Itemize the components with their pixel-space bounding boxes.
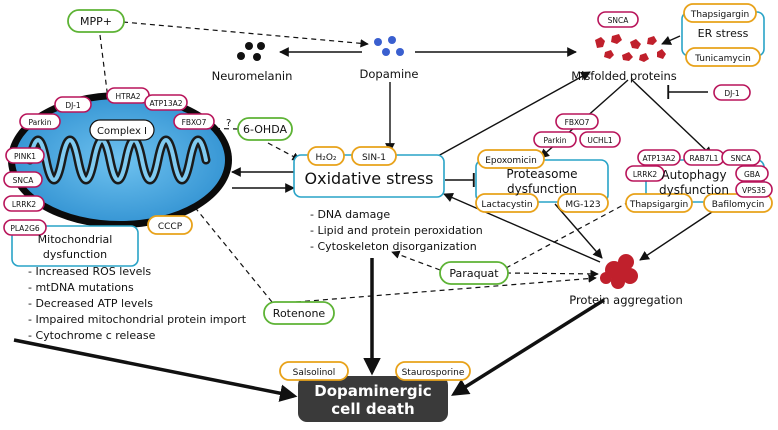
staurosporine-label: Staurosporine	[402, 368, 465, 378]
aggregation-label: Protein aggregation	[569, 293, 683, 307]
mito-dysfunction-box	[11, 225, 139, 267]
oxidative-to-misfolded-arrow	[437, 71, 591, 157]
gene-dj1-right: DJ-1	[724, 89, 739, 98]
proteasome-label-1: Proteasome	[506, 167, 577, 181]
gene-atp13a2-aut: ATP13A2	[642, 154, 675, 163]
gene-uchl1: UCHL1	[587, 136, 613, 145]
aggregation-to-oxidative-arrow	[443, 193, 601, 263]
autophagy-to-aggregation-arrow	[639, 207, 719, 261]
mito-effect-item: - Increased ROS levels	[28, 265, 151, 278]
gene-htra2: HTRA2	[115, 92, 140, 101]
misfolded-to-autophagy-arrow	[631, 79, 713, 157]
mpp-label: MPP+	[80, 15, 112, 28]
cccp-label: CCCP	[158, 222, 183, 232]
paraquat-to-aggregation-arrow	[505, 269, 599, 279]
mito-dysfunction-label-2: dysfunction	[43, 248, 107, 261]
misfolded-label: Misfolded proteins	[571, 69, 677, 83]
cell-death-label-1: Dopaminergic	[314, 382, 431, 400]
oxidative-stress-label: Oxidative stress	[305, 169, 434, 188]
dopamine-dots	[374, 36, 404, 56]
gene-pink1: PINK1	[14, 152, 36, 161]
gene-vps35: VPS35	[742, 186, 766, 195]
autophagy-label-2: dysfunction	[659, 183, 729, 197]
mito-effect-item: - Decreased ATP levels	[28, 297, 153, 310]
mpp-to-dopamine-arrow	[122, 21, 369, 48]
oxidative-effect-item: - Cytoskeleton disorganization	[310, 240, 477, 253]
protein-aggregation-graphic	[600, 254, 638, 289]
dopamine-label: Dopamine	[360, 67, 419, 81]
gene-lrrk2-aut: LRRK2	[633, 170, 658, 179]
thapsigargin-aut-label: Thapsigargin	[629, 200, 688, 210]
proteasome-label-2: dysfunction	[507, 182, 577, 196]
oxidative-effects-list: - DNA damage - Lipid and protein peroxid…	[310, 208, 483, 253]
ohda-to-oxidative-arrow	[267, 142, 301, 161]
question-mark: ?	[226, 118, 231, 129]
gene-parkin-prot: Parkin	[543, 136, 566, 145]
mito-effects-list: - Increased ROS levels - mtDNA mutations…	[28, 265, 247, 342]
gene-fbxo7-mito: FBXO7	[182, 118, 207, 127]
misfolded-proteins-graphic	[595, 34, 666, 62]
gene-pla2g6: PLA2G6	[10, 224, 40, 233]
gene-snca-aut: SNCA	[731, 154, 753, 163]
lactacystin-label: Lactacystin	[481, 200, 532, 210]
cell-death-label-2: cell death	[331, 400, 414, 418]
proteasome-to-aggregation-arrow	[554, 203, 603, 259]
gene-dj1-mito: DJ-1	[65, 101, 80, 110]
er-to-misfolded-arrow	[661, 35, 681, 45]
sin1-label: SIN-1	[362, 153, 386, 163]
gene-snca-top: SNCA	[608, 16, 630, 25]
er-stress-label: ER stress	[698, 27, 749, 40]
epoxomicin-label: Epoxomicin	[485, 156, 537, 166]
gene-rab7l1: RAB7L1	[690, 154, 719, 163]
aggregation-to-death-arrow	[451, 298, 605, 396]
mito-effect-item: - Impaired mitochondrial protein import	[28, 313, 247, 326]
cell-death-box	[298, 376, 448, 422]
salsolinol-label: Salsolinol	[293, 368, 336, 378]
bafilomycin-label: Bafilomycin	[712, 200, 765, 210]
neuromelanin-label: Neuromelanin	[212, 69, 293, 83]
autophagy-label-1: Autophagy	[661, 168, 726, 182]
gene-snca-mito: SNCA	[13, 176, 35, 185]
gene-parkin-mito: Parkin	[28, 118, 51, 127]
gene-atp13a2-mito: ATP13A2	[149, 99, 182, 108]
mito-to-death-arrow	[13, 338, 298, 402]
h2o2-label: H₂O₂	[315, 153, 336, 163]
rotenone-label: Rotenone	[273, 307, 326, 320]
mito-effect-item: - Cytochrome c release	[28, 329, 156, 342]
gene-gba: GBA	[744, 170, 761, 179]
mg123-label: MG-123	[565, 200, 600, 210]
thapsigargin-er-label: Thapsigargin	[690, 10, 749, 20]
oxidative-effect-item: - DNA damage	[310, 208, 390, 221]
complex1-pill	[89, 119, 155, 141]
oxidative-effect-item: - Lipid and protein peroxidation	[310, 224, 483, 237]
paraquat-to-oxidative-arrow	[391, 250, 441, 271]
mito-dysfunction-label-1: Mitochondrial	[38, 233, 113, 246]
tunicamycin-label: Tunicamycin	[694, 54, 751, 64]
ohda-label: 6-OHDA	[243, 123, 287, 136]
gene-fbxo7-prot: FBXO7	[565, 118, 590, 127]
complex1-label: Complex I	[97, 126, 147, 137]
mito-effect-item: - mtDNA mutations	[28, 281, 134, 294]
paraquat-to-autophagy-arrow	[505, 195, 641, 269]
gene-lrrk2-mito: LRRK2	[12, 200, 37, 209]
paraquat-label: Paraquat	[449, 267, 499, 280]
neuromelanin-dots	[237, 42, 265, 61]
